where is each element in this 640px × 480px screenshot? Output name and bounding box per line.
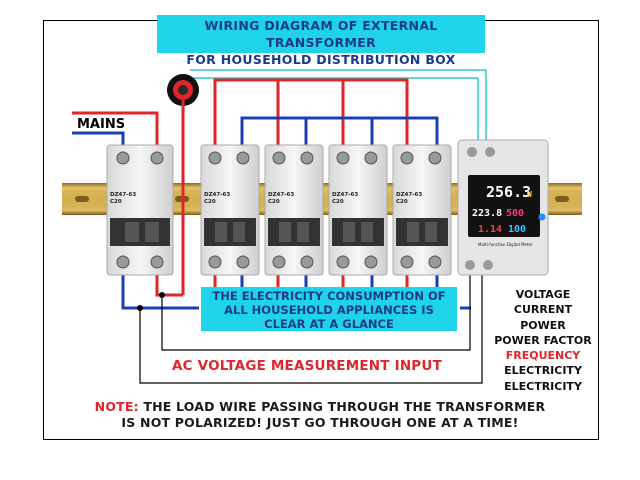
junction-dot [159,292,165,298]
signal-wires [190,69,487,150]
info-line-1: THE ELECTRICITY CONSUMPTION OF [212,289,446,303]
ac-voltage-label: AC VOLTAGE MEASUREMENT INPUT [172,358,442,374]
live-wires-top [72,78,409,150]
multifunction-meter [457,139,549,276]
meter-power-readout: 256.3 [486,183,531,201]
meter-pf-readout: 1.14 [478,224,502,235]
diagram-title: WIRING DIAGRAM OF EXTERNAL TRANSFORMER F… [157,15,485,67]
meter-caption: Multi-function Digital Meter [478,242,533,247]
title-line-2: FOR HOUSEHOLD DISTRIBUTION BOX [186,52,456,67]
info-box: THE ELECTRICITY CONSUMPTION OF ALL HOUSE… [201,287,457,331]
breaker-rating-label: C20 [204,199,216,205]
meter-power-unit: W [527,190,532,199]
breaker-model-label: DZ47-63 [332,192,358,198]
meter-freq-readout: 100 [508,224,526,235]
info-line-2: ALL HOUSEHOLD APPLIANCES IS [224,303,434,317]
note-prefix: NOTE: [94,399,139,414]
junction-dot [137,305,143,311]
measure-item: VOLTAGE [515,288,571,301]
breaker-model-label: DZ47-63 [396,192,422,198]
breaker-model-label: DZ47-63 [204,192,230,198]
meter-voltage-readout: 223.8 [472,208,502,219]
ac-input-wires [139,275,483,384]
main-breaker [106,144,174,276]
mains-label: MAINS [77,117,126,132]
measure-item: CURRENT [513,303,573,317]
meter-display-text: 256.3 W 223.8 500 1.14 100 [472,183,532,235]
measure-item: ELECTRICITY [504,379,582,393]
title-line-1: WIRING DIAGRAM OF EXTERNAL TRANSFORMER [204,18,438,50]
measurement-list: VOLTAGE CURRENT POWER POWER FACTOR FREQU… [493,287,593,394]
breaker-rating-label: C20 [110,199,122,205]
info-line-3: CLEAR AT A GLANCE [264,317,394,331]
current-transformer [167,74,199,295]
measure-item: POWER FACTOR [494,333,592,347]
note-text-1: THE LOAD WIRE PASSING THROUGH THE TRANSF… [138,399,546,414]
meter-current-readout: 500 [506,208,524,219]
breaker-rating-label: C20 [268,199,280,205]
breaker-model-label: DZ47-63 [268,192,294,198]
breaker-rating-label: C20 [332,199,344,205]
measure-item: POWER [520,318,566,332]
note-line-2: IS NOT POLARIZED! JUST GO THROUGH ONE AT… [121,415,519,430]
breaker-rating-label: C20 [396,199,408,205]
note-line-1: NOTE: THE LOAD WIRE PASSING THROUGH THE … [0,399,640,415]
breaker-model-label: DZ47-63 [110,192,136,198]
branch-breakers: DZ47-63C20DZ47-63C20DZ47-63C20DZ47-63C20… [110,144,452,276]
wiring-note: NOTE: THE LOAD WIRE PASSING THROUGH THE … [0,399,640,431]
measure-item: FREQUENCY [505,349,581,363]
measure-item: ELECTRICITY [504,364,582,378]
